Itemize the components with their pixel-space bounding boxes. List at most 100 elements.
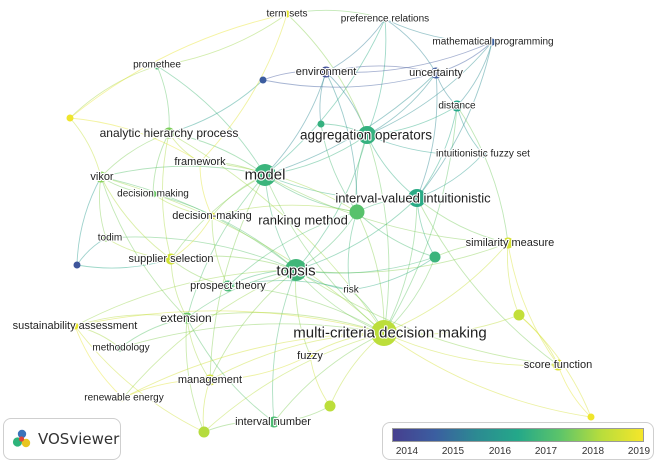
node-decision-making[interactable]: [149, 190, 157, 198]
node-label-supplier-selection[interactable]: supplier selection: [127, 252, 214, 266]
node-promethee[interactable]: [153, 62, 161, 70]
node-risk[interactable]: [346, 286, 354, 294]
edge-multi-criteria-decision-making-interval-valued-intuitionistic: [383, 197, 418, 334]
node-todim[interactable]: [102, 234, 110, 242]
node-label-term-sets[interactable]: term sets: [265, 7, 308, 20]
node-label-environment[interactable]: environment: [295, 65, 358, 79]
node-methodology[interactable]: [116, 344, 124, 352]
node-label-sustainability-assessment[interactable]: sustainability assessment: [12, 319, 139, 333]
node-label-management[interactable]: management: [177, 373, 243, 387]
node-environment[interactable]: [320, 66, 332, 78]
node-unlabeled-9[interactable]: [587, 413, 595, 421]
node-multi-criteria-decision-making[interactable]: [371, 320, 397, 346]
node-topsis[interactable]: [285, 259, 307, 281]
node-supplier-selection[interactable]: [165, 253, 177, 265]
node-label-ranking-method[interactable]: ranking method: [257, 211, 349, 228]
node-analytic-hierarchy-process[interactable]: [163, 127, 175, 139]
node-label-analytic-hierarchy-process[interactable]: analytic hierarchy process: [99, 125, 240, 141]
node-score-function[interactable]: [552, 359, 564, 371]
node-label-preference-relations[interactable]: preference relations: [340, 12, 431, 25]
node-prospect-theory[interactable]: [222, 280, 234, 292]
edge-multi-criteria-decision-making-aggregation-operators: [366, 134, 390, 334]
node-unlabeled-5[interactable]: [198, 426, 210, 438]
edge-topsis-unlabeled-7: [295, 256, 436, 274]
edge-multi-criteria-decision-making-renewable-energy: [122, 332, 385, 399]
node-label-renewable-energy[interactable]: renewable energy: [83, 391, 165, 404]
node-aggregation-operators[interactable]: [358, 126, 376, 144]
edge-multi-criteria-decision-making-unlabeled-6: [329, 332, 385, 407]
node-label-decision-making[interactable]: decision making: [116, 187, 190, 200]
node-uncertainty[interactable]: [430, 67, 442, 79]
node-mathematical-programming[interactable]: [488, 38, 496, 46]
node-label-mathematical-programming[interactable]: mathematical programming: [431, 35, 554, 48]
node-unlabeled-2[interactable]: [73, 261, 81, 269]
node-model[interactable]: [254, 164, 276, 186]
node-distance[interactable]: [451, 100, 463, 112]
edge-similarity-measure-unlabeled-8: [507, 242, 520, 316]
node-unlabeled-1[interactable]: [66, 114, 74, 122]
node-similarity-measure[interactable]: [502, 237, 514, 249]
node-sustainability-assessment[interactable]: [71, 322, 79, 330]
node-label-promethee[interactable]: promethee: [132, 58, 182, 71]
node-management[interactable]: [204, 374, 216, 386]
node-label-methodology[interactable]: methodology: [91, 341, 150, 354]
edge-similarity-measure-unlabeled-7: [434, 242, 509, 258]
node-label-model[interactable]: model: [243, 165, 286, 184]
node-term-sets[interactable]: [283, 10, 291, 18]
node-intuitionistic-fuzzy-set[interactable]: [479, 150, 487, 158]
edge-model-similarity-measure: [264, 174, 509, 244]
node-unlabeled-8[interactable]: [513, 309, 525, 321]
node-label-uncertainty[interactable]: uncertainty: [408, 66, 465, 80]
node-label-framework[interactable]: framework: [173, 155, 227, 169]
edge-extension-sustainability-assessment: [74, 314, 188, 327]
edge-model-aggregation-operators: [264, 134, 368, 176]
edge-aggregation-operators-intuitionistic-fuzzy-set: [366, 134, 484, 156]
node-ranking-method[interactable]: [349, 204, 365, 220]
node-label-score-function[interactable]: score function: [523, 358, 594, 372]
node-label-todim[interactable]: todim: [97, 231, 124, 244]
node-decision-making-2[interactable]: [208, 212, 216, 220]
node-label-interval-valued-intuitionistic[interactable]: interval-valued intuitionistic: [334, 189, 492, 206]
node-vikor[interactable]: [95, 171, 107, 183]
edge-multi-criteria-decision-making-distance: [383, 105, 458, 334]
node-unlabeled-4[interactable]: [259, 76, 267, 84]
node-label-topsis[interactable]: topsis: [275, 261, 316, 280]
edge-sustainability-assessment-unlabeled-5: [74, 325, 205, 433]
edge-management-renewable-energy: [122, 379, 211, 399]
node-interval-number[interactable]: [268, 416, 280, 428]
node-extension[interactable]: [181, 312, 193, 324]
node-label-extension[interactable]: extension: [159, 310, 213, 326]
node-label-aggregation-operators[interactable]: aggregation operators: [299, 126, 434, 143]
node-label-distance[interactable]: distance: [437, 99, 477, 112]
node-label-risk[interactable]: risk: [342, 283, 361, 296]
node-unlabeled-3[interactable]: [317, 120, 325, 128]
node-interval-valued-intuitionistic[interactable]: [408, 189, 426, 207]
edge-model-preference-relations: [264, 18, 386, 176]
edge-topsis-sustainability-assessment: [74, 269, 297, 327]
edge-multi-criteria-decision-making-similarity-measure: [383, 242, 509, 334]
edge-model-uncertainty: [264, 72, 437, 176]
edge-model-interval-valued-intuitionistic: [264, 174, 418, 200]
scale-tick: 2014: [395, 446, 419, 457]
node-label-decision-making-2[interactable]: decision-making: [171, 209, 253, 223]
edge-multi-criteria-decision-making-unlabeled-8: [383, 314, 520, 336]
node-fuzzy[interactable]: [306, 351, 314, 359]
edge-framework-unlabeled-1: [69, 117, 201, 163]
edge-vikor-extension: [100, 176, 188, 319]
node-renewable-energy[interactable]: [119, 394, 127, 402]
edge-analytic-hierarchy-process-supplier-selection: [161, 132, 172, 260]
node-label-prospect-theory[interactable]: prospect theory: [189, 279, 268, 293]
node-unlabeled-6[interactable]: [324, 400, 336, 412]
edge-unlabeled-2-supplier-selection: [76, 258, 172, 269]
node-preference-relations[interactable]: [381, 15, 389, 23]
node-unlabeled-7[interactable]: [429, 251, 441, 263]
node-label-multi-criteria-decision-making[interactable]: multi-criteria decision making: [292, 323, 488, 342]
node-label-similarity-measure[interactable]: similarity measure: [465, 236, 556, 250]
node-label-intuitionistic-fuzzy-set[interactable]: intuitionistic fuzzy set: [435, 147, 531, 160]
node-label-fuzzy[interactable]: fuzzy: [296, 349, 324, 363]
node-label-vikor[interactable]: vikor: [89, 170, 115, 184]
node-framework[interactable]: [196, 158, 204, 166]
node-label-interval-number[interactable]: interval number: [234, 415, 312, 429]
